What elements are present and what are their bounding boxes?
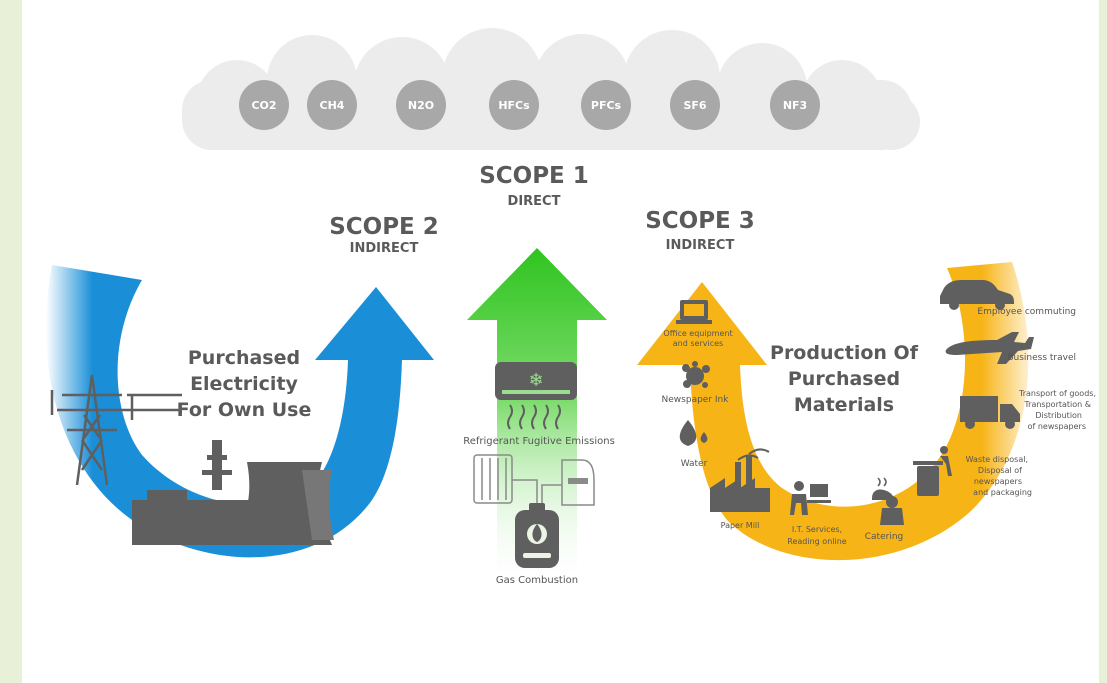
scope3-title: SCOPE 3 [645, 208, 755, 234]
computer-user-icon [790, 481, 831, 515]
gas-circle-ch4 [307, 80, 357, 130]
waste-label-3: newspapers [974, 477, 1022, 486]
scope3-center-line3: Materials [794, 394, 894, 416]
gas-label-hfcs: HFCs [498, 99, 530, 112]
waste-label-2: Disposal of [978, 466, 1022, 475]
transport-label-4: of newspapers [1028, 422, 1086, 431]
air-conditioner-icon: ❄ [495, 362, 577, 430]
waste-label-4: and packaging [973, 488, 1032, 497]
office-label-2: and services [673, 339, 723, 348]
scope3-subtitle: INDIRECT [666, 238, 735, 253]
car-icon [940, 280, 1014, 310]
pylon-icon [50, 374, 182, 486]
laptop-icon [676, 300, 712, 324]
boiler-icon [541, 459, 595, 508]
gas-cylinder-icon [515, 503, 559, 568]
it-label-1: I.T. Services, [792, 525, 842, 534]
scope2-arrow [45, 265, 434, 558]
paper-mill-label: Paper Mill [721, 521, 760, 530]
gas-label-co2: CO2 [251, 99, 276, 112]
paper-mill-icon [710, 448, 770, 512]
gas-circles: CO2 CH4 N2O HFCs PFCs SF6 NF3 [239, 80, 820, 130]
it-label-2: Reading online [787, 537, 846, 546]
scopes-diagram: CO2 CH4 N2O HFCs PFCs SF6 NF3 SCOPE 1 DI… [45, 28, 1096, 590]
gas-combustion-label: Gas Combustion [496, 575, 578, 586]
gas-circle-nf3 [770, 80, 820, 130]
scope1-title: SCOPE 1 [479, 163, 589, 189]
gas-label-ch4: CH4 [320, 99, 345, 112]
scope2-subtitle: INDIRECT [350, 241, 419, 256]
gas-label-n2o: N2O [408, 99, 434, 112]
office-label-1: Office equipment [663, 329, 732, 338]
ink-label: Newspaper Ink [662, 395, 730, 405]
diagram-panel: CO2 CH4 N2O HFCs PFCs SF6 NF3 SCOPE 1 DI… [22, 0, 1099, 683]
water-label: Water [681, 459, 708, 469]
transport-label-3: Distribution [1035, 411, 1082, 420]
transport-label-2: Transportation & [1023, 400, 1091, 409]
gas-circle-n2o [396, 80, 446, 130]
scope1-subtitle: DIRECT [508, 194, 561, 209]
gas-label-pfcs: PFCs [591, 99, 622, 112]
gas-circle-sf6 [670, 80, 720, 130]
transport-label-1: Transport of goods, [1018, 389, 1096, 398]
scope2-title: SCOPE 2 [329, 214, 439, 240]
scope3-center-line2: Purchased [788, 368, 900, 390]
svg-text:❄: ❄ [528, 370, 543, 391]
ink-splat-icon [682, 361, 710, 388]
gas-label-nf3: NF3 [783, 99, 807, 112]
commuting-label: Employee commuting [977, 307, 1076, 317]
scope3-center-line1: Production Of [770, 342, 919, 364]
cloud-band [182, 28, 920, 150]
gas-circle-pfcs [581, 80, 631, 130]
waste-label-1: Waste disposal, [966, 455, 1028, 464]
gas-circle-co2 [239, 80, 289, 130]
power-plant-icon [132, 440, 334, 545]
gas-label-sf6: SF6 [683, 99, 706, 112]
catering-icon [872, 477, 904, 525]
truck-icon [960, 396, 1020, 429]
scope2-center-line1: Purchased [188, 347, 300, 369]
scope2-center-line3: For Own Use [177, 399, 312, 421]
airplane-icon [945, 332, 1034, 364]
refrigerant-label: Refrigerant Fugitive Emissions [463, 436, 615, 447]
catering-label: Catering [865, 532, 903, 542]
scope2-center-line2: Electricity [190, 373, 298, 395]
trash-bin-icon [913, 446, 952, 496]
water-drop-icon [679, 420, 708, 446]
business-travel-label: Business travel [1007, 353, 1076, 363]
gas-circle-hfcs [489, 80, 539, 130]
